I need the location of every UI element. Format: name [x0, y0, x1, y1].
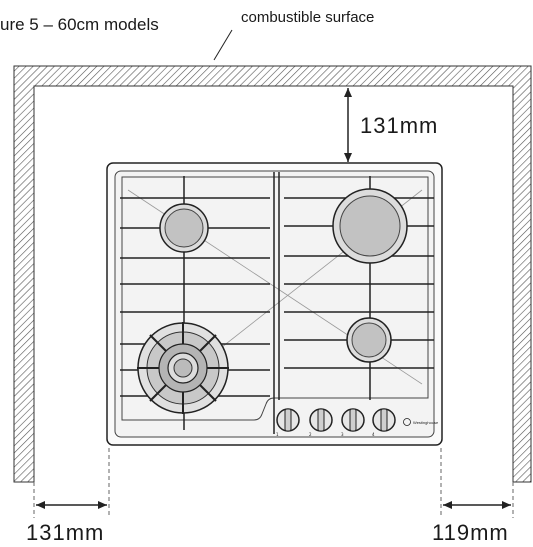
brand-logo-icon [403, 418, 411, 426]
control-knob-2 [309, 408, 333, 432]
surface-label-leader [213, 29, 233, 61]
figure-title: ure 5 – 60cm models [0, 15, 159, 34]
control-knobs: 1 2 3 4 [276, 408, 396, 437]
combustible-surface-label: combustible surface [241, 9, 374, 26]
combustible-surface [13, 65, 532, 483]
knob-label-3: 3 [341, 432, 344, 437]
control-knob-3 [341, 408, 365, 432]
burner-front-right [346, 317, 392, 363]
wok-burner-front-left [137, 322, 229, 414]
extension-lines [33, 448, 514, 518]
cooktop: 1 2 3 4 Westinghouse [106, 162, 443, 446]
top-clearance-dimension: 131mm [344, 88, 438, 162]
right-clearance-dimension: 119mm [432, 501, 511, 545]
knob-label-4: 4 [372, 432, 375, 437]
top-clearance-label: 131mm [360, 113, 438, 138]
left-clearance-dimension: 131mm [26, 501, 107, 545]
knob-label-1: 1 [276, 432, 279, 437]
control-knob-4 [372, 408, 396, 432]
burner-rear-right [332, 188, 408, 264]
right-clearance-label: 119mm [432, 520, 509, 545]
left-clearance-label: 131mm [26, 520, 104, 545]
brand-name: Westinghouse [413, 420, 439, 425]
burner-rear-left [159, 203, 209, 253]
knob-label-2: 2 [309, 432, 312, 437]
control-knob-1 [276, 408, 300, 432]
